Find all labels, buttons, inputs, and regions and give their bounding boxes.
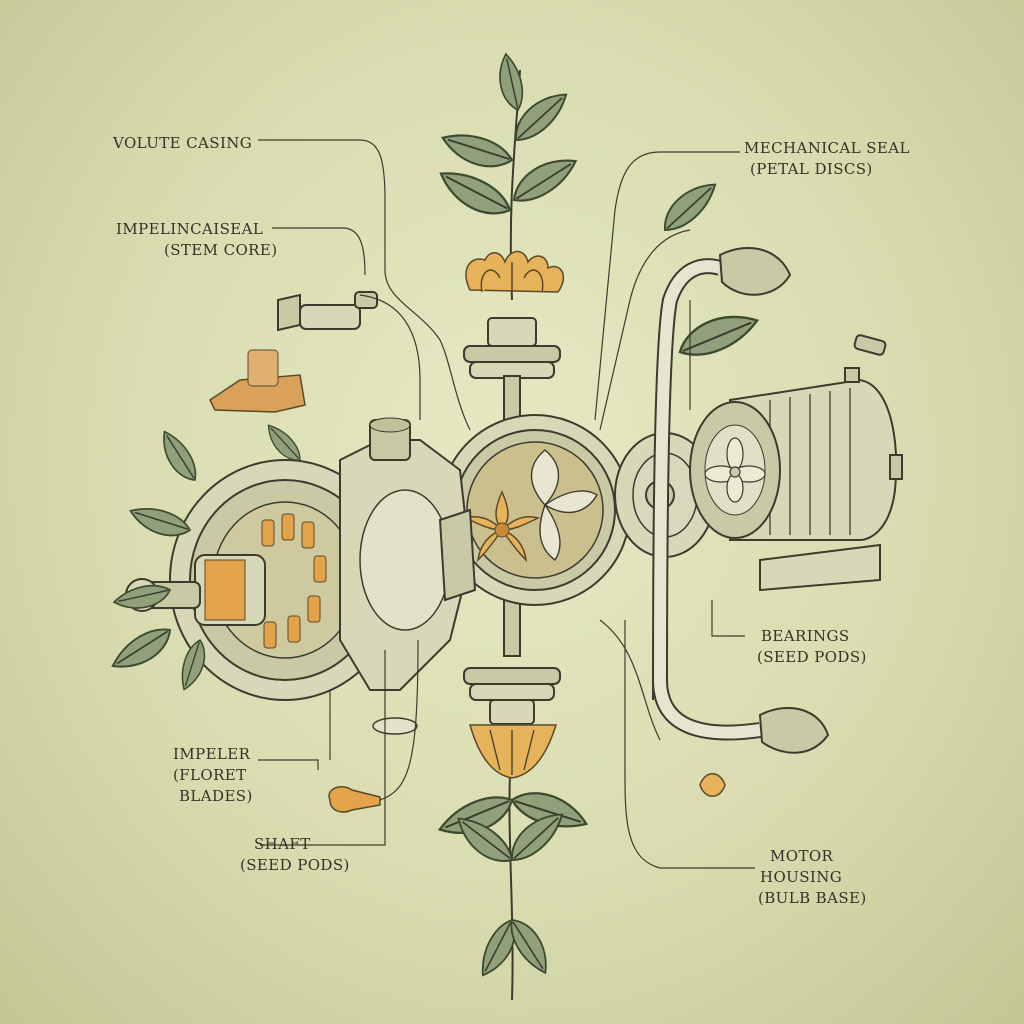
label-bearings: BEARINGS (SEED PODS) (757, 626, 867, 668)
impeller-subtext-2: BLADES) (179, 787, 253, 805)
loose-parts (209, 291, 887, 813)
electric-motor (689, 367, 903, 592)
label-impeller-seal: IMPELINCAISEAL (STEM CORE) (116, 219, 277, 261)
volute-casing-text: VOLUTE CASING (113, 134, 253, 152)
label-impeller: IMPELER (FLORET BLADES) (173, 744, 253, 807)
bearings-text: BEARINGS (761, 627, 850, 645)
volute-disc (439, 414, 631, 606)
middle-housing (339, 417, 477, 691)
mechanical-seal-subtext: (PETAL DISCS) (750, 160, 873, 178)
label-volute-casing: VOLUTE CASING (113, 133, 252, 154)
impeller-seal-subtext: (STEM CORE) (164, 241, 278, 259)
impeller-subtext-1: (FLORET (173, 766, 247, 784)
motor-housing-text: MOTOR (770, 847, 834, 865)
impeller-seal-text: IMPELINCAISEAL (116, 220, 264, 238)
bottom-flower (463, 667, 561, 779)
left-casing (125, 459, 401, 701)
label-motor-housing: MOTOR HOUSING (BULB BASE) (758, 846, 867, 909)
shaft-subtext: (SEED PODS) (240, 856, 350, 874)
motor-housing-subtext-1: HOUSING (760, 868, 843, 886)
mechanical-seal-text: MECHANICAL SEAL (744, 139, 910, 157)
gold-floret (463, 490, 541, 563)
shaft-text: SHAFT (254, 835, 311, 853)
pipes (652, 246, 830, 754)
impeller-text: IMPELER (173, 745, 251, 763)
leader-lines (258, 139, 755, 869)
label-shaft: SHAFT (SEED PODS) (240, 834, 350, 876)
motor-housing-subtext-2: (BULB BASE) (758, 889, 867, 907)
bearings-subtext: (SEED PODS) (757, 648, 867, 666)
label-mechanical-seal: MECHANICAL SEAL (PETAL DISCS) (744, 138, 910, 180)
